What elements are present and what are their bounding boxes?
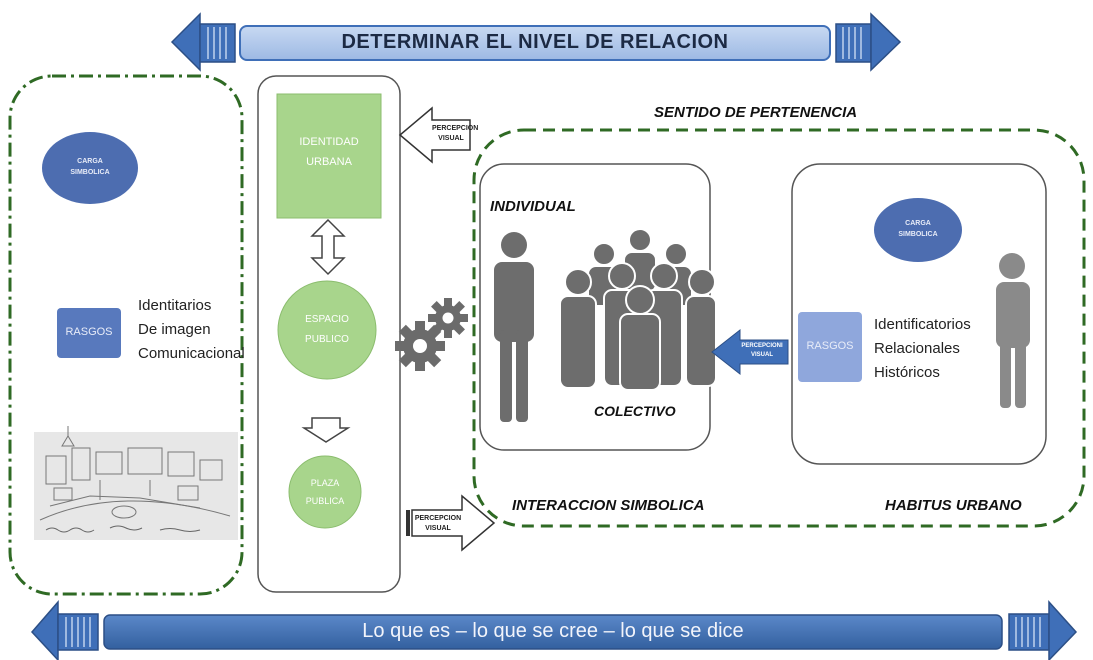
left-carga-ellipse	[42, 132, 138, 204]
colectivo-label: COLECTIVO	[594, 403, 676, 419]
trait-identitarios: Identitarios	[138, 297, 212, 314]
trait-historicos: Históricos	[874, 364, 940, 381]
habitus-label: HABITUS URBANO	[885, 497, 1022, 514]
right-rasgos-box	[798, 312, 862, 382]
down-arrow-icon	[301, 417, 351, 443]
plaza-publica-label: PLAZA PUBLICA	[305, 478, 345, 506]
double-arrow-icon	[310, 218, 346, 276]
perception-top-label: PERCEPCION VISUAL	[432, 125, 479, 142]
perception-arrow-left	[398, 106, 471, 164]
person-icon	[494, 232, 534, 422]
plaza-sketch-image	[34, 426, 238, 540]
espacio-publico-label: ESPACIO PUBLICO	[305, 314, 349, 345]
habitus-box	[791, 163, 1047, 465]
right-carga-label: CARGA SIMBOLICA	[898, 220, 938, 238]
right-group-frame	[472, 128, 1086, 528]
left-rasgos-label: RASGOS	[65, 326, 113, 338]
perception-arrow-right	[406, 494, 496, 552]
plaza-publica-circle	[288, 455, 362, 529]
sentido-heading: SENTIDO DE PERTENENCIA	[654, 104, 858, 121]
perception-right-label: PERCEPCIONI VISUAL	[741, 343, 783, 358]
trait-identificatorios: Identificatorios	[874, 316, 971, 333]
perception-arrow-blue	[711, 328, 789, 376]
right-carga-ellipse	[874, 198, 962, 262]
individual-label: INDIVIDUAL	[490, 198, 576, 215]
perception-bottom-label: PERCEPCION VISUAL	[414, 515, 462, 532]
interaccion-label: INTERACCION SIMBOLICA	[512, 497, 705, 514]
right-traits-list: Identificatorios Relacionales Históricos	[874, 313, 971, 385]
left-traits-list: Identitarios De imagen Comunicacional	[138, 294, 245, 366]
identidad-urbana-box	[276, 93, 382, 219]
trait-comunicacional: Comunicacional	[138, 345, 245, 362]
group-people-icon	[559, 228, 717, 391]
left-rasgos-box	[57, 308, 121, 358]
top-banner-arrow	[170, 12, 902, 72]
left-carga-label: CARGA SIMBOLICA	[70, 158, 110, 176]
bottom-banner-label: Lo que es – lo que se cree – lo que se d…	[362, 620, 744, 642]
top-banner-label: DETERMINAR EL NIVEL DE RELACION	[341, 31, 729, 53]
identidad-urbana-label: IDENTIDAD URBANA	[299, 136, 359, 168]
trait-relacionales: Relacionales	[874, 340, 960, 357]
gears-icon	[395, 298, 468, 371]
person-icon-right	[996, 253, 1030, 408]
trait-de-imagen: De imagen	[138, 321, 211, 338]
espacio-publico-circle	[277, 280, 377, 380]
right-rasgos-label: RASGOS	[806, 340, 854, 352]
bottom-banner-arrow	[30, 599, 1078, 660]
